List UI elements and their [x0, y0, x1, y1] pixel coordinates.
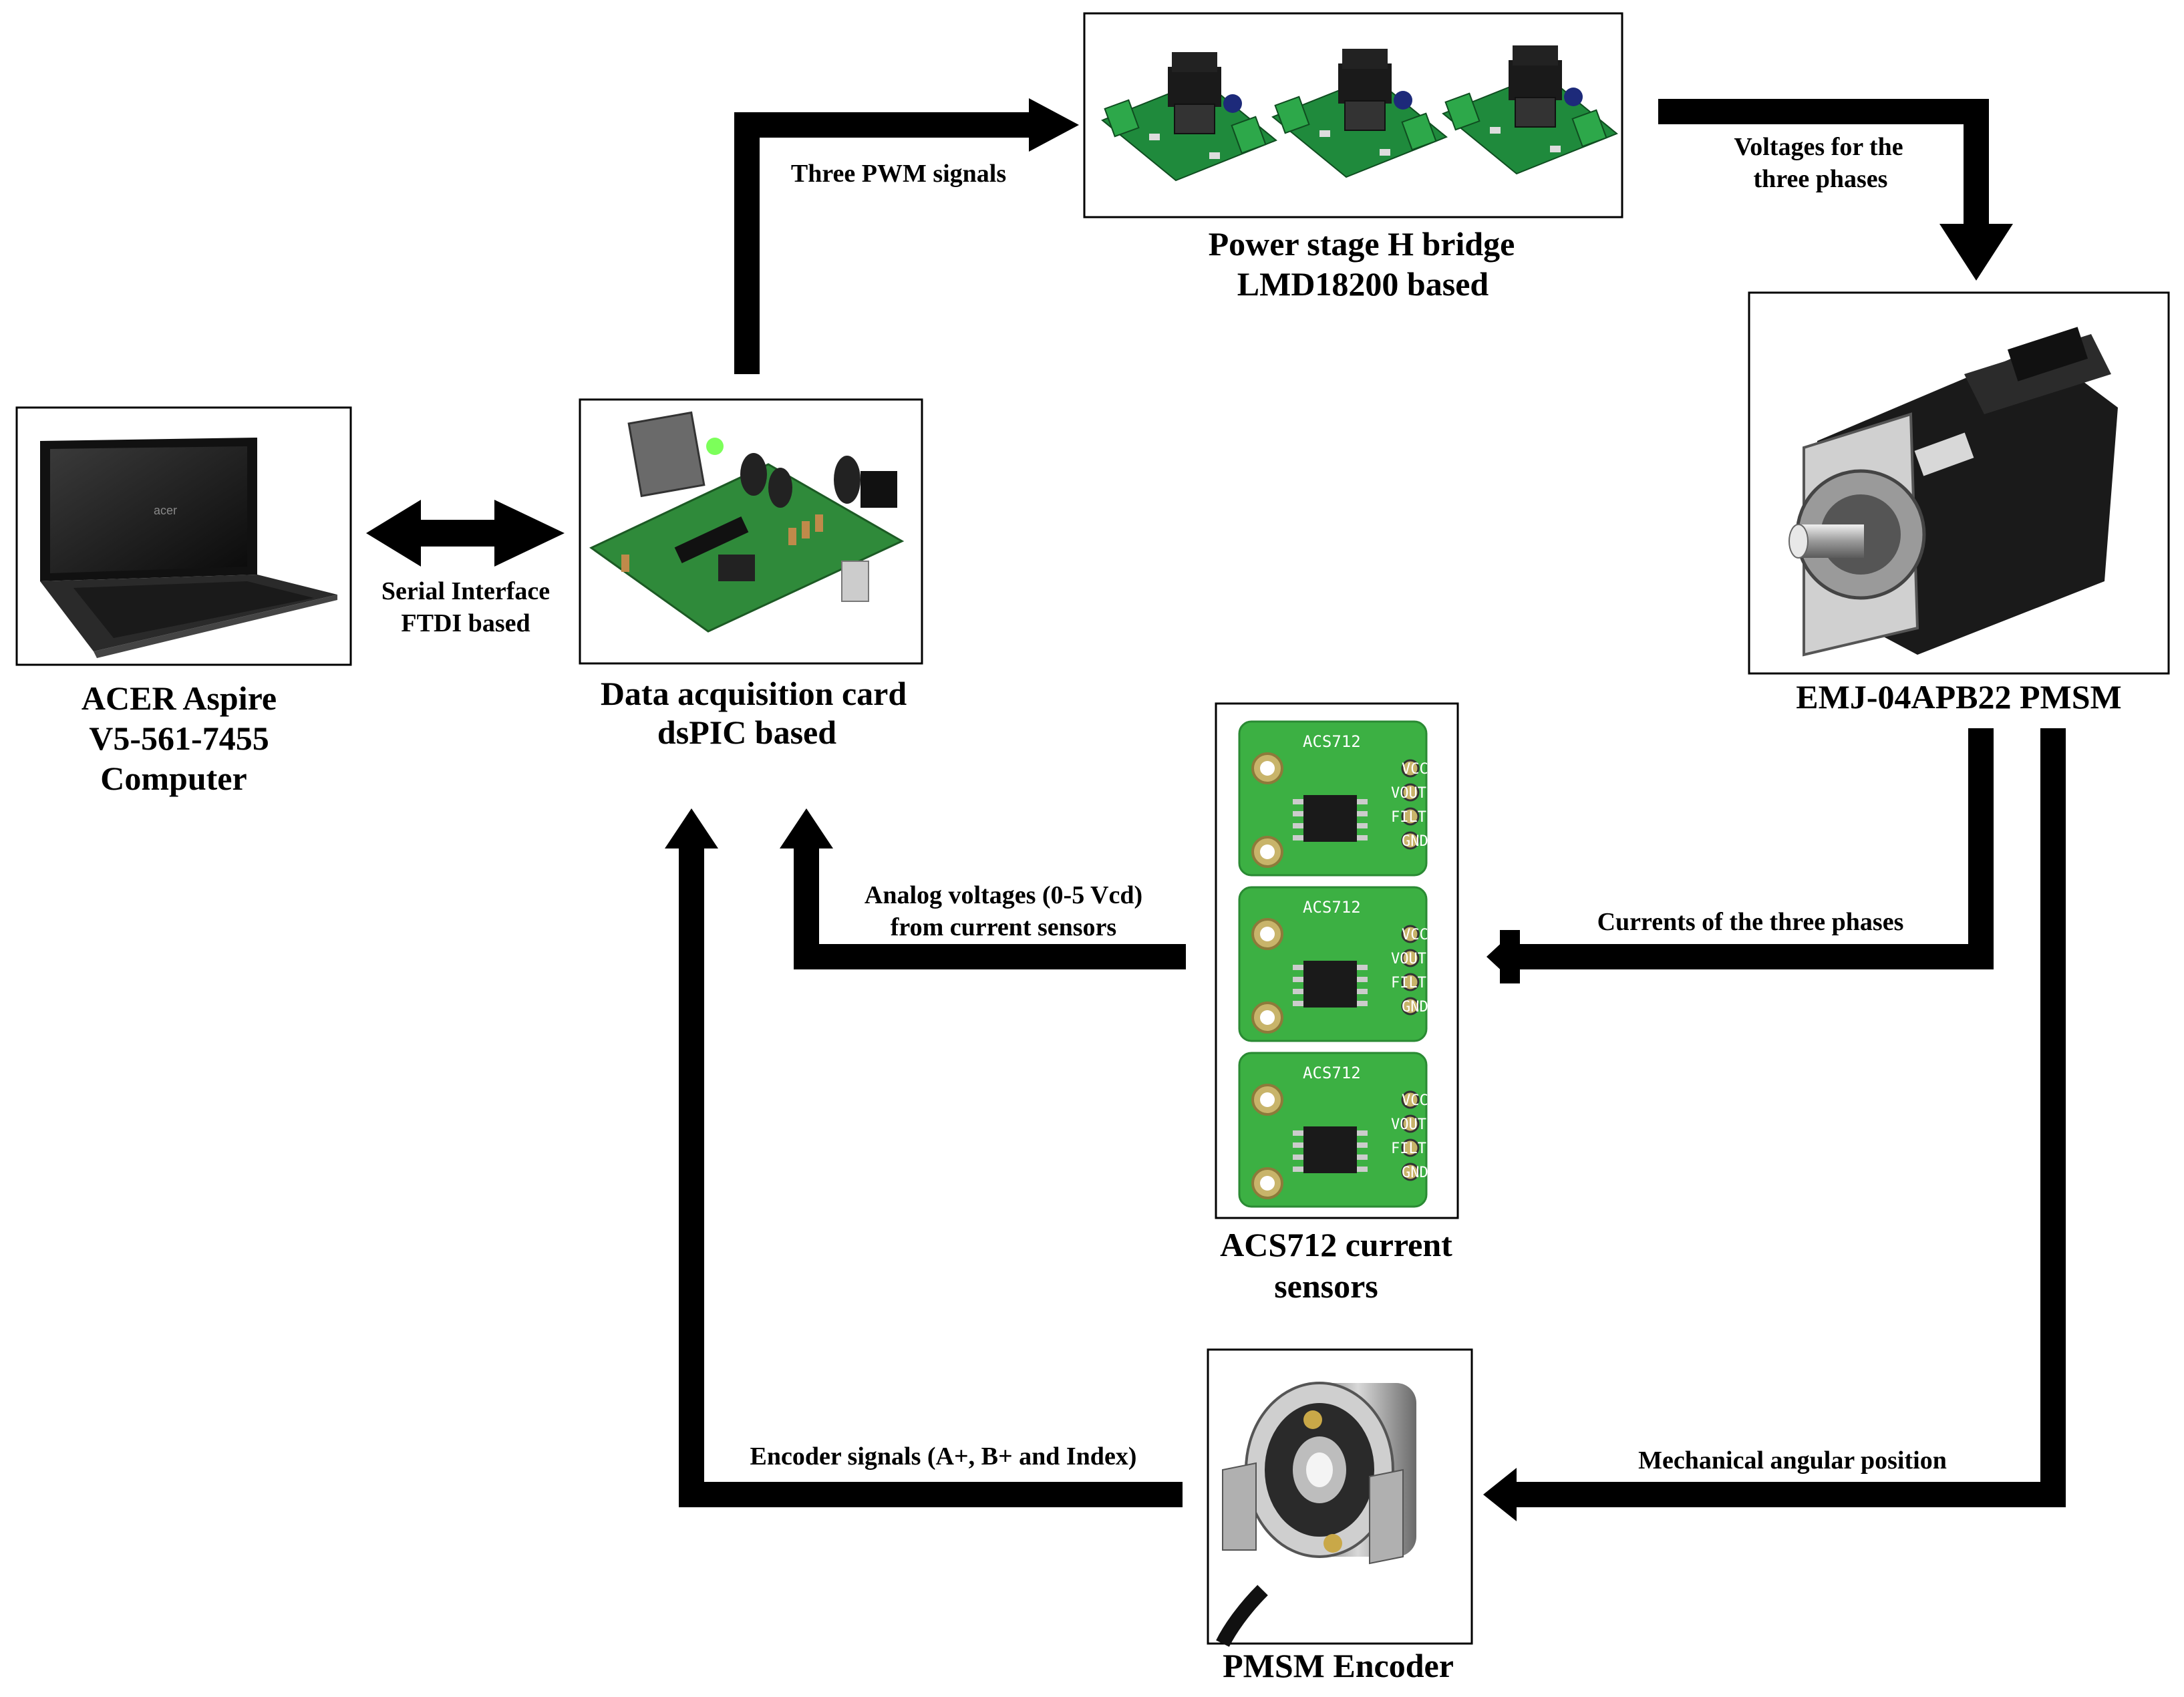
motor-image: [1788, 327, 2118, 657]
sensor-3-pin-filt: FILT: [1391, 1140, 1426, 1157]
sensor-board-1: ACS712 VCC VOUT FILT GND: [1238, 720, 1428, 877]
encoder-signals-label: Encoder signals (A+, B+ and Index): [750, 1442, 1137, 1471]
laptop-logo: acer: [154, 504, 177, 517]
sensor-2-pin-filt: FILT: [1391, 975, 1426, 991]
computer-box: acer: [15, 406, 352, 666]
sensor-2-pin-gnd: GND: [1402, 999, 1428, 1016]
sensor-3-pin-gnd: GND: [1402, 1165, 1428, 1181]
voltages-label-line1: Voltages for the: [1734, 133, 1903, 161]
sensor-2-pin-vcc: VCC: [1402, 927, 1428, 943]
daq-box: [579, 398, 923, 665]
sensor-1-title: ACS712: [1303, 732, 1361, 751]
sensor-1-pin-gnd: GND: [1402, 833, 1428, 850]
daq-label-line2: dsPIC based: [657, 714, 836, 751]
arrow-currents: [1487, 728, 1994, 983]
sensors-label-line2: sensors: [1274, 1267, 1378, 1305]
analog-label-line2: from current sensors: [891, 913, 1116, 941]
power-stage-box: [1083, 12, 1623, 218]
analog-label-line1: Analog voltages (0-5 Vcd): [865, 881, 1142, 909]
sensor-board-3: ACS712 VCC VOUT FILT GND: [1238, 1052, 1428, 1208]
sensors-label-line1: ACS712 current: [1220, 1226, 1452, 1263]
motor-label: EMJ-04APB22 PMSM: [1796, 678, 2121, 716]
serial-label-line2: FTDI based: [401, 609, 530, 637]
sensor-1-pin-vout: VOUT: [1391, 785, 1426, 802]
arrow-voltages: [1658, 99, 2013, 281]
sensor-3-title: ACS712: [1303, 1064, 1361, 1082]
mechanical-label: Mechanical angular position: [1638, 1446, 1947, 1475]
sensor-1-pin-filt: FILT: [1391, 809, 1426, 826]
arrow-encoder-signals: [665, 808, 1183, 1507]
arrow-pwm: [734, 98, 1079, 374]
computer-label-line1: ACER Aspire: [82, 679, 277, 717]
daq-label-line1: Data acquisition card: [601, 675, 907, 712]
laptop-image: acer: [40, 438, 337, 658]
pwm-label: Three PWM signals: [791, 160, 1006, 188]
encoder-box: [1207, 1348, 1473, 1648]
sensor-2-title: ACS712: [1303, 898, 1361, 917]
sensor-3-pin-vout: VOUT: [1391, 1116, 1426, 1133]
computer-label-line3: Computer: [100, 760, 247, 797]
encoder-label: PMSM Encoder: [1223, 1647, 1454, 1684]
sensor-2-pin-vout: VOUT: [1391, 951, 1426, 967]
voltages-label-line2: three phases: [1754, 165, 1888, 193]
sensor-1-pin-vcc: VCC: [1402, 761, 1428, 778]
daq-board-image: [589, 411, 905, 633]
encoder-image: [1216, 1382, 1416, 1648]
arrow-analog: [780, 808, 1186, 969]
motor-box: [1748, 291, 2170, 675]
power-stage-label-line1: Power stage H bridge: [1209, 225, 1515, 263]
arrow-mechanical: [1483, 728, 2066, 1521]
sensor-board-2: ACS712 VCC VOUT FILT GND: [1238, 886, 1428, 1042]
sensors-box: ACS712 VCC VOUT FILT GND ACS712 VCC VOUT…: [1215, 702, 1459, 1219]
power-stage-label-line2: LMD18200 based: [1237, 265, 1489, 303]
serial-label-line1: Serial Interface: [381, 577, 550, 605]
arrow-serial-bidirectional: [366, 500, 565, 567]
sensor-3-pin-vcc: VCC: [1402, 1092, 1428, 1109]
currents-label: Currents of the three phases: [1597, 908, 1904, 936]
computer-label-line2: V5-561-7455: [89, 720, 269, 757]
